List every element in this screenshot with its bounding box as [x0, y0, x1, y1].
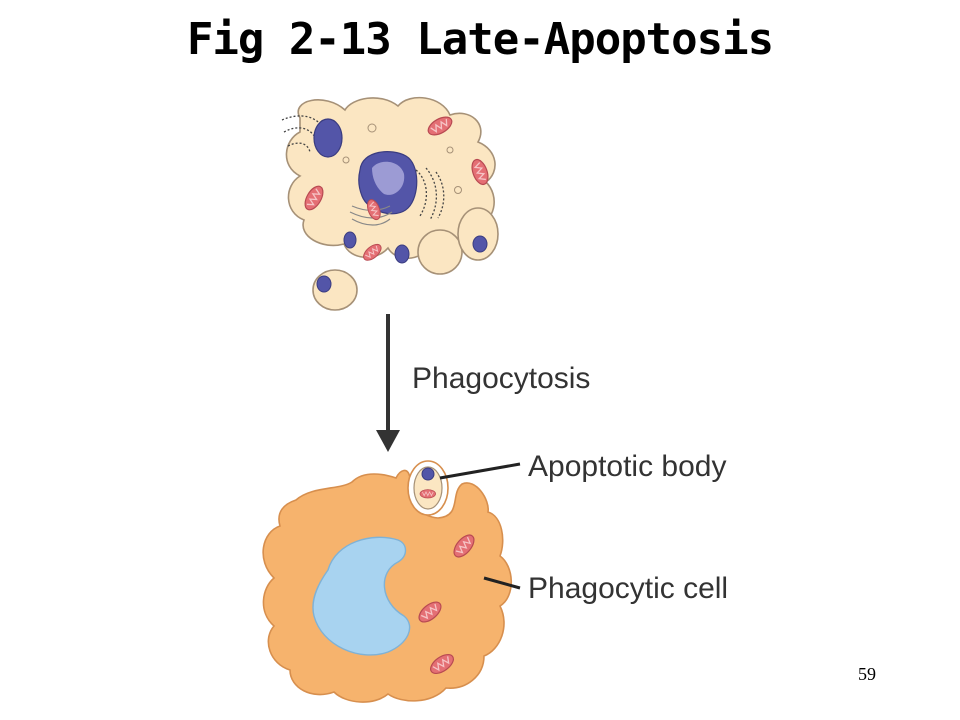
apoptotic-cell-fragments — [281, 96, 499, 311]
rough-er-right — [415, 167, 445, 221]
apoptotic-body-leader — [439, 462, 521, 480]
page-number: 59 — [858, 664, 876, 684]
phagocytic-cell-label: Phagocytic cell — [528, 572, 728, 605]
phagocytic-cell — [262, 460, 512, 703]
apoptotic-body-label: Apoptotic body — [528, 450, 726, 483]
apoptotic-body-right — [457, 207, 499, 261]
nucleus-fragment-top — [313, 118, 343, 158]
phagocytosis-arrow — [376, 314, 400, 452]
phagocytic-cell-leader — [483, 576, 521, 590]
phagocyte-nucleus — [312, 536, 411, 656]
phagocyte-membrane — [262, 469, 512, 703]
figure-title: Fig 2-13 Late-Apoptosis — [186, 14, 774, 65]
phagocytosis-label: Phagocytosis — [412, 362, 590, 395]
bleb-right — [417, 229, 463, 275]
